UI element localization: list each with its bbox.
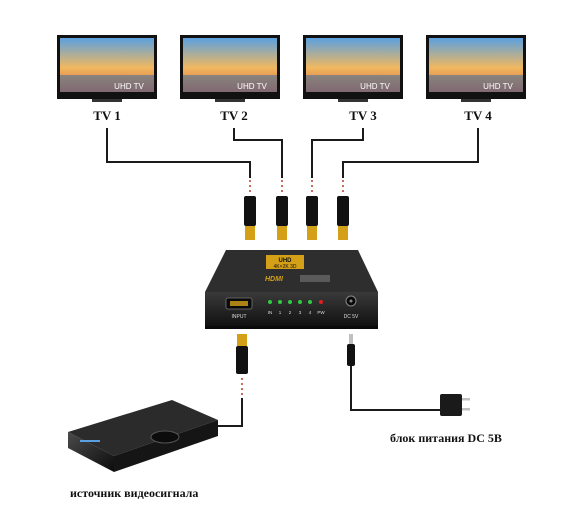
tv-1: UHD TV <box>57 35 157 102</box>
cable-dots <box>249 180 344 192</box>
input-label: INPUT <box>232 314 247 320</box>
power-supply-caption: блок питания DC 5B <box>390 431 502 445</box>
hdmi-logo: HDMI <box>265 276 284 283</box>
tv-label-1: TV 1 <box>93 108 121 123</box>
led-label-pw: PW <box>317 310 325 315</box>
hdmi-splitter: UHD 4K×2K 3D HDMI INPUT IN 1 2 3 4 PW DC… <box>205 250 378 329</box>
tv-label-4: TV 4 <box>464 108 492 123</box>
dc-jack-plug <box>347 334 355 366</box>
input-cable <box>218 398 243 427</box>
hdmi-plug-1 <box>244 196 256 240</box>
tv-screen-text: UHD TV <box>483 82 513 91</box>
badge-top: UHD <box>279 258 293 264</box>
hdmi-plug-3 <box>306 196 318 240</box>
tv-screen-text: UHD TV <box>360 82 390 91</box>
led-1 <box>278 300 282 304</box>
badge-bottom: 4K×2K 3D <box>274 264 297 270</box>
input-cable-dots <box>241 378 243 395</box>
tv-4: UHD TV <box>426 35 526 102</box>
led-2 <box>288 300 292 304</box>
led-pw <box>319 300 323 304</box>
tv-screen-text: UHD TV <box>114 82 144 91</box>
hdmi-plug-4 <box>337 196 349 240</box>
led-3 <box>298 300 302 304</box>
led-label-in: IN <box>268 310 273 315</box>
led-label-1: 1 <box>279 310 282 315</box>
power-port-label: DC 5V <box>344 314 359 320</box>
tv-3: UHD TV <box>303 35 403 102</box>
led-label-3: 3 <box>299 310 302 315</box>
led-4 <box>308 300 312 304</box>
output-cables <box>106 128 479 178</box>
hdmi-plug-2 <box>276 196 288 240</box>
uhd-badge <box>266 255 304 269</box>
tv-label-3: TV 3 <box>349 108 377 123</box>
led-label-2: 2 <box>289 310 292 315</box>
tv-2: UHD TV <box>180 35 280 102</box>
video-source-player <box>68 400 218 472</box>
tv-screen-text: UHD TV <box>237 82 267 91</box>
tv-label-2: TV 2 <box>220 108 248 123</box>
hdmi-input-plug <box>236 334 248 374</box>
power-cable <box>350 366 440 411</box>
power-adapter <box>440 394 470 416</box>
video-source-caption: источник видеосигнала <box>70 486 199 500</box>
led-label-4: 4 <box>309 310 312 315</box>
led-in <box>268 300 272 304</box>
